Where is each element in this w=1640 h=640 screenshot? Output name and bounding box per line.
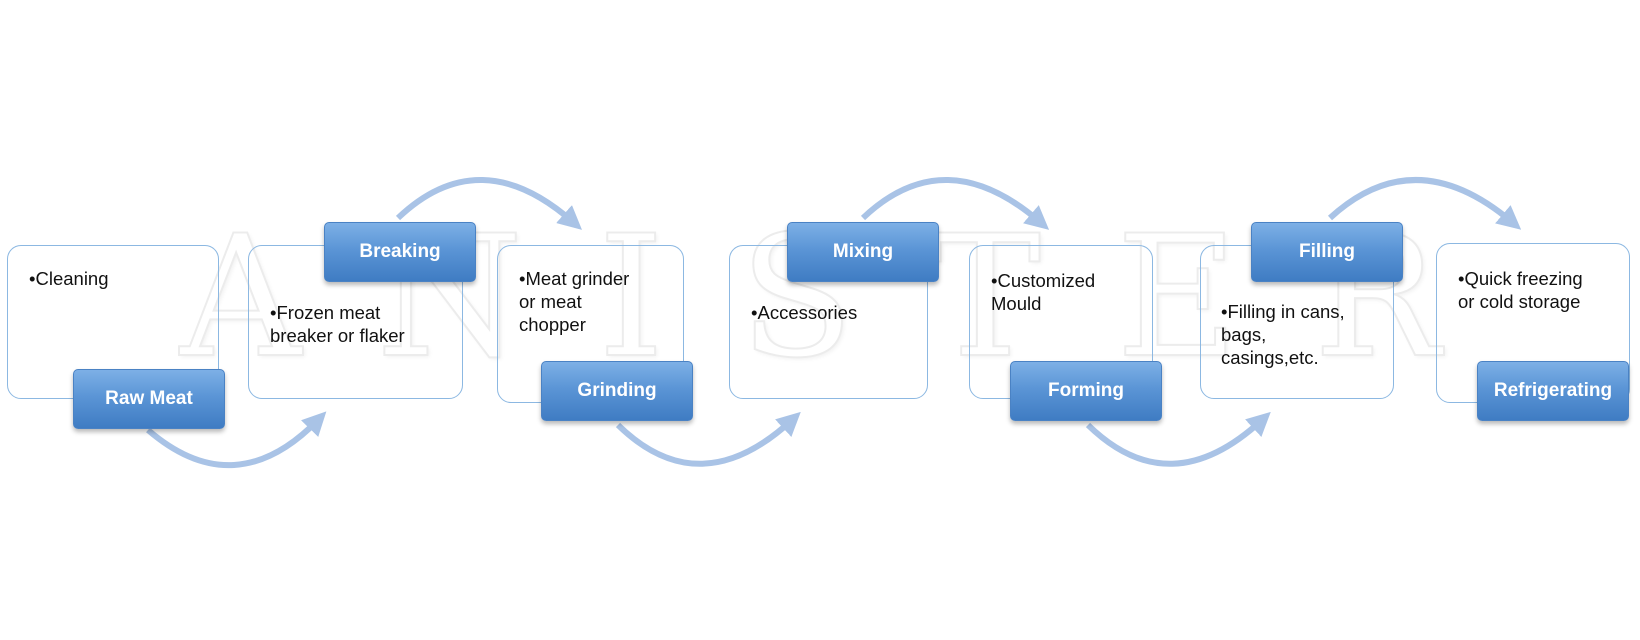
step-text-filling: •Filling in cans, bags, casings,etc.: [1221, 301, 1345, 368]
step-label-refrigerating: Refrigerating: [1477, 361, 1629, 421]
arrow-filling-to-refrigerating: [1327, 177, 1522, 230]
step-text-raw-meat: •Cleaning: [29, 268, 109, 289]
arrow-mixing-to-forming: [860, 177, 1050, 230]
step-text-forming: •Customized Mould: [991, 270, 1096, 314]
step-label-forming: Forming: [1010, 361, 1162, 421]
arrow-forming-to-filling: [1085, 411, 1271, 467]
arrow-grinding-to-mixing: [615, 411, 801, 467]
step-label-filling: Filling: [1251, 222, 1403, 282]
arrow-breaking-to-grinding: [395, 177, 583, 230]
step-label-grinding: Grinding: [541, 361, 693, 421]
step-label-breaking: Breaking: [324, 222, 476, 282]
step-text-breaking: •Frozen meat breaker or flaker: [270, 302, 405, 346]
step-label-raw-meat: Raw Meat: [73, 369, 225, 429]
step-text-refrigerating: •Quick freezing or cold storage: [1458, 268, 1583, 312]
step-text-grinding: •Meat grinder or meat chopper: [519, 268, 630, 335]
step-text-mixing: •Accessories: [751, 302, 858, 323]
step-label-mixing: Mixing: [787, 222, 939, 282]
arrow-raw-to-breaking: [146, 411, 327, 469]
